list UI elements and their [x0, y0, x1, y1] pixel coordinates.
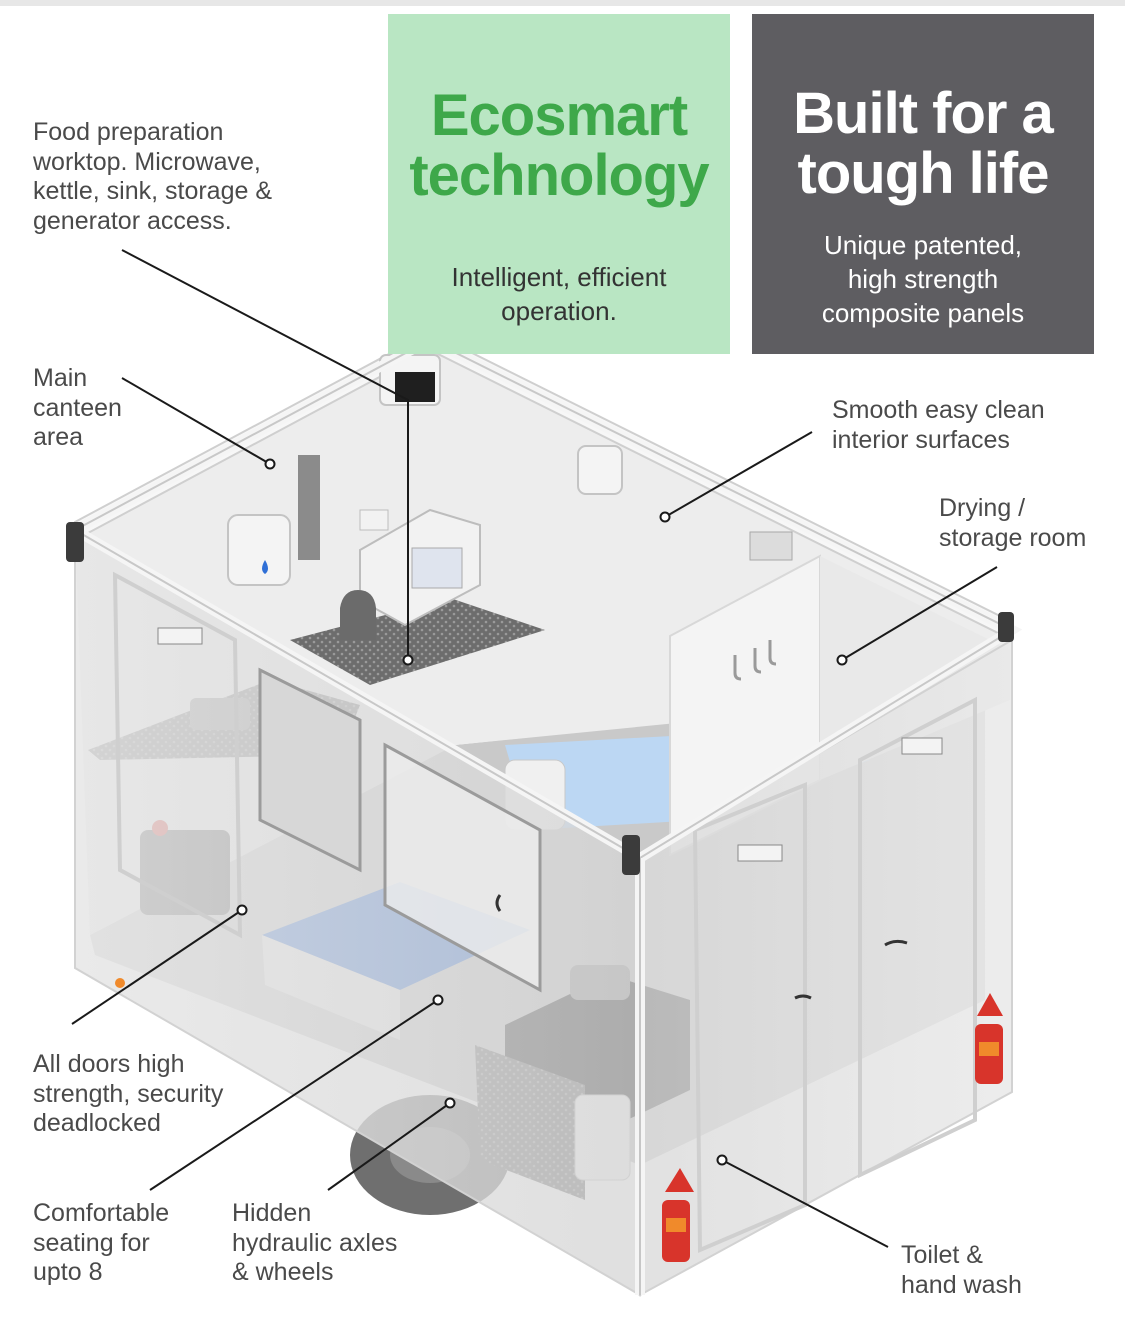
callout-toilet: Toilet & hand wash: [901, 1241, 1022, 1299]
ecosmart-panel: Ecosmart technology Intelligent, efficie…: [388, 14, 730, 354]
heater-display: [395, 372, 435, 402]
flue-pipe: [298, 455, 320, 560]
open-window-pane: [383, 742, 542, 993]
door-vent: [901, 737, 943, 755]
callout-axles: Hidden hydraulic axles & wheels: [232, 1199, 398, 1286]
drying-room-door: [858, 696, 977, 1179]
door-vent: [157, 627, 203, 645]
tough-life-panel: Built for a tough life Unique patented, …: [752, 14, 1094, 354]
callout-canteen: Main canteen area: [33, 364, 122, 451]
reflector-triangle: [977, 993, 1003, 1016]
food-prep-worktop: [290, 598, 545, 685]
callout-smooth-surfaces: Smooth easy clean interior surfaces: [832, 396, 1045, 454]
wall-sensor: [577, 445, 623, 495]
callout-drying-room: Drying / storage room: [939, 494, 1087, 552]
callout-doors: All doors high strength, security deadlo…: [33, 1050, 224, 1137]
hook-icon: [733, 640, 777, 681]
tough-life-title: Built for a tough life: [793, 81, 1054, 206]
soap-drop-icon: [262, 560, 268, 574]
callout-seating: Comfortable seating for upto 8: [33, 1199, 170, 1286]
ecosmart-subtitle: Intelligent, efficient operation.: [451, 262, 667, 326]
door-vent: [737, 844, 783, 862]
socket: [359, 509, 389, 531]
top-divider: [0, 0, 1125, 6]
toilet-door: [692, 782, 807, 1254]
hand-dryer: [227, 514, 291, 586]
callout-food-prep: Food preparation worktop. Microwave, ket…: [33, 118, 273, 235]
microwave-window: [411, 547, 463, 589]
callout-leaders: [71, 249, 998, 1248]
ecosmart-title: Ecosmart technology: [409, 83, 709, 208]
handle-icon: [495, 894, 908, 1000]
window-frame: [258, 667, 362, 873]
vent-icon: [749, 531, 793, 561]
kettle: [340, 590, 376, 640]
callout-dots: [236, 458, 848, 1166]
canteen-door: [112, 571, 243, 939]
tough-life-subtitle: Unique patented, high strength composite…: [821, 230, 1025, 328]
reflector-triangle: [665, 1168, 694, 1192]
side-marker: [115, 978, 125, 988]
